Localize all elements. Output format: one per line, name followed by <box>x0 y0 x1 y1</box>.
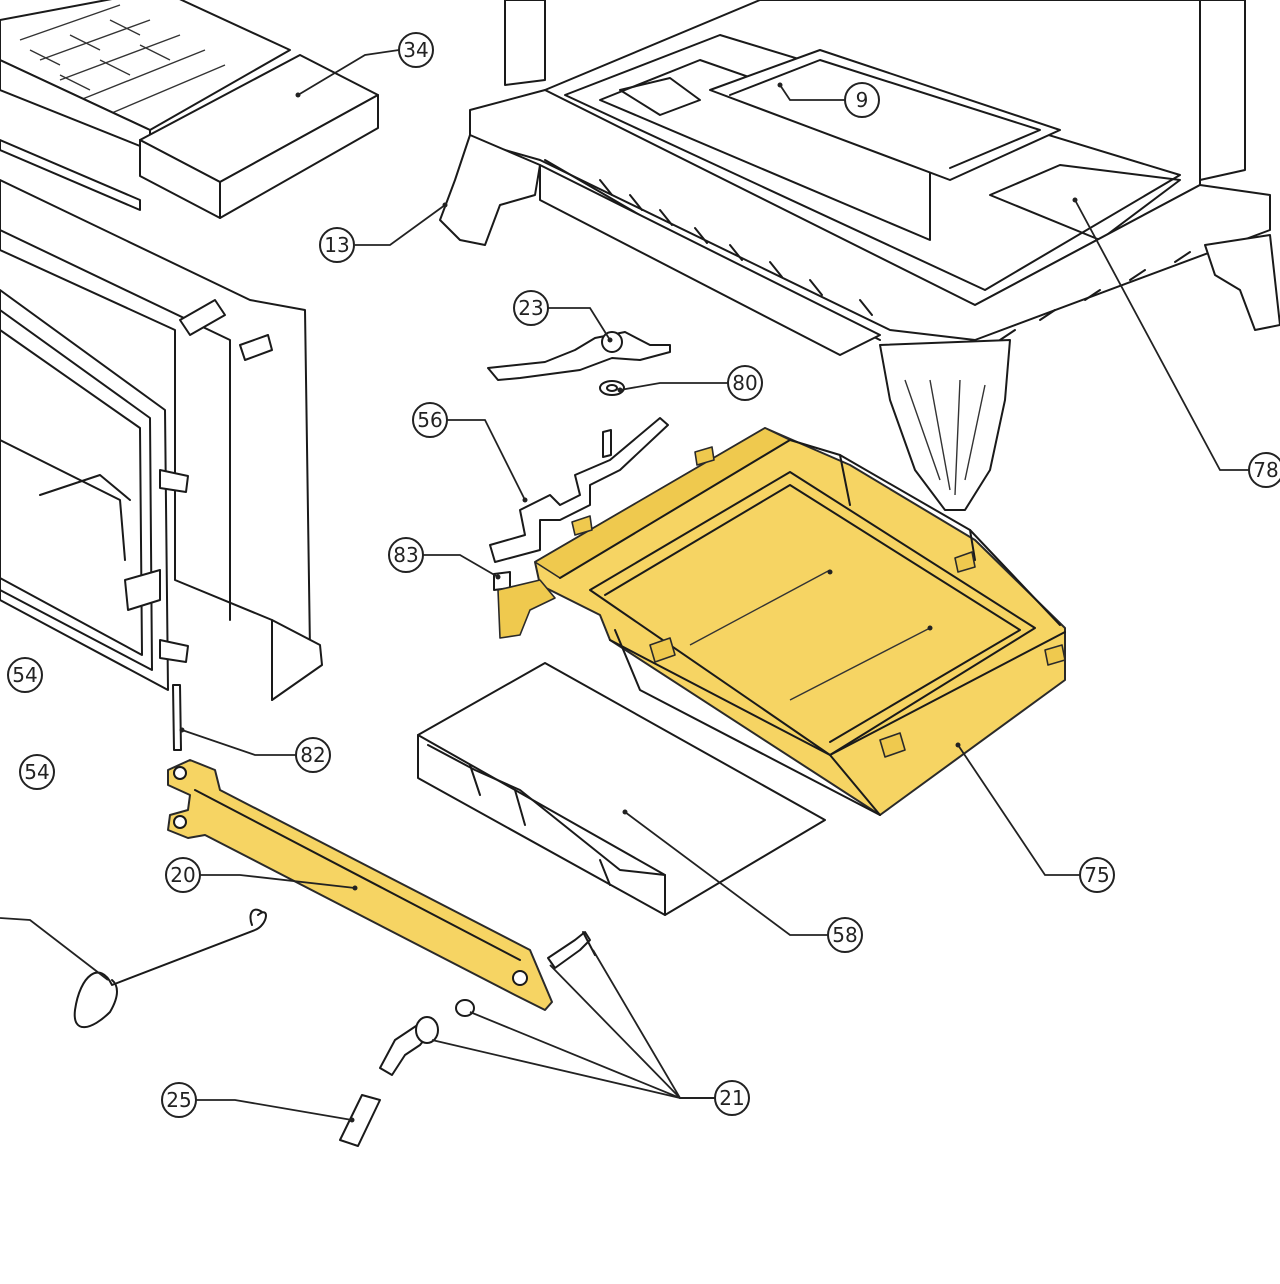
stove-leg-left <box>439 134 541 246</box>
callout-56-label: 56 <box>417 408 442 432</box>
callout-82-label: 82 <box>300 743 325 767</box>
part-25-plate <box>339 1094 381 1147</box>
callout-82: 82 <box>295 737 331 773</box>
callout-25: 25 <box>161 1082 197 1118</box>
callout-75-label: 75 <box>1084 863 1109 887</box>
callout-25-label: 25 <box>166 1088 191 1112</box>
callout-75: 75 <box>1079 857 1115 893</box>
callout-9: 9 <box>844 82 880 118</box>
stove-leg-right <box>1204 234 1280 331</box>
part-56-bracket <box>489 417 669 563</box>
callout-78: 78 <box>1248 452 1280 488</box>
callout-13-label: 13 <box>324 233 349 257</box>
callout-80-label: 80 <box>732 371 757 395</box>
callout-58: 58 <box>827 917 863 953</box>
part-58-pan <box>417 662 826 916</box>
part-23-linkage <box>487 331 671 381</box>
firebox-frame <box>0 179 323 701</box>
part-34-grate <box>0 0 291 211</box>
callout-54-upper-label: 54 <box>12 663 37 687</box>
callout-54-upper: 54 <box>7 657 43 693</box>
callout-34-label: 34 <box>403 38 428 62</box>
part-34-box <box>139 54 379 219</box>
callout-21: 21 <box>714 1080 750 1116</box>
callout-21-label: 21 <box>719 1086 744 1110</box>
stove-body <box>469 0 1271 356</box>
callout-58-label: 58 <box>832 923 857 947</box>
callout-23-label: 23 <box>518 296 543 320</box>
part-20-arm <box>167 759 553 1011</box>
callout-78-label: 78 <box>1253 458 1278 482</box>
callout-80: 80 <box>727 365 763 401</box>
callout-13: 13 <box>319 227 355 263</box>
callout-20-label: 20 <box>170 863 195 887</box>
callout-83-label: 83 <box>393 543 418 567</box>
part-75-ash-pan <box>497 427 1066 816</box>
callout-83: 83 <box>388 537 424 573</box>
callout-9-label: 9 <box>856 88 869 112</box>
stove-leg-front <box>879 339 1011 511</box>
leader-lines <box>0 49 1253 1123</box>
callout-56: 56 <box>412 402 448 438</box>
callout-54-lower-label: 54 <box>24 760 49 784</box>
callout-34: 34 <box>398 32 434 68</box>
part-21-hardware <box>379 931 596 1076</box>
wire-handle <box>73 908 267 1029</box>
callout-54-lower: 54 <box>19 754 55 790</box>
callout-23: 23 <box>513 290 549 326</box>
callout-20: 20 <box>165 857 201 893</box>
firebox-door <box>0 289 189 691</box>
part-82-pin <box>172 684 182 751</box>
